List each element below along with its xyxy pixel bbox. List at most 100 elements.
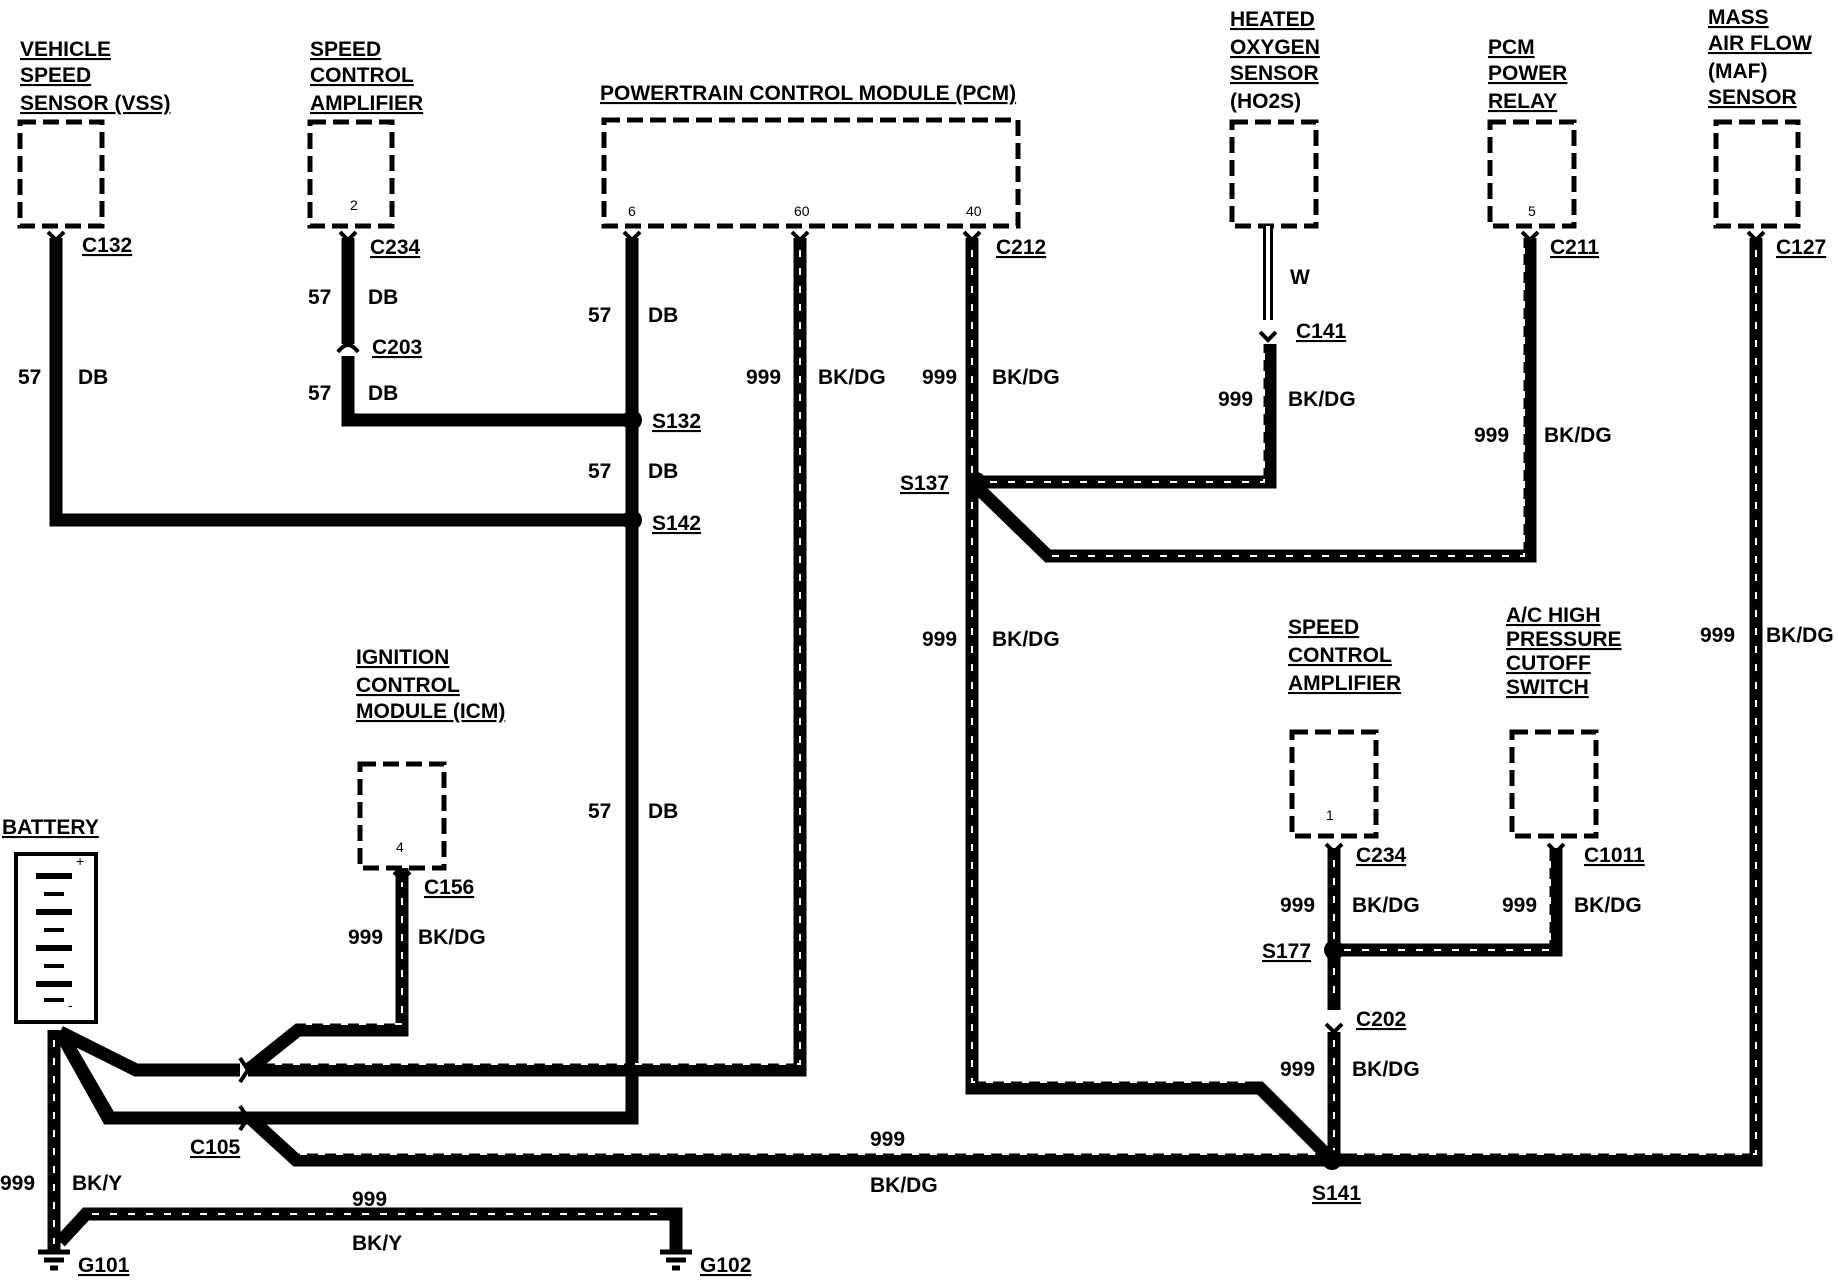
wire-label-sca-bottom: 999 BK/DG	[1280, 894, 1420, 917]
connector-c234-bottom: C234	[1356, 844, 1407, 867]
wire-s137-to-relay	[975, 238, 1537, 563]
wire-label-c202: 999 BK/DG	[1280, 1058, 1420, 1081]
ac-switch-box	[1509, 729, 1599, 839]
svg-text:DB: DB	[368, 286, 398, 309]
svg-text:RELAY: RELAY	[1488, 90, 1557, 113]
battery-label: BATTERY	[2, 816, 99, 839]
svg-text:POWER: POWER	[1488, 62, 1567, 85]
vss-box	[17, 119, 105, 229]
pin-sca-top: 2	[350, 197, 358, 213]
svg-text:999: 999	[746, 366, 781, 389]
sca-top-label: SPEED CONTROL AMPLIFIER	[310, 38, 423, 115]
ho2s-label: HEATED OXYGEN SENSOR (HO2S)	[1230, 8, 1320, 113]
svg-text:BK/DG: BK/DG	[1288, 388, 1356, 411]
pin-pcm-6: 6	[628, 203, 636, 219]
svg-text:SPEED: SPEED	[1288, 616, 1359, 639]
sca-bottom-label: SPEED CONTROL AMPLIFIER	[1288, 616, 1401, 695]
svg-text:DB: DB	[648, 304, 678, 327]
svg-text:BK/DG: BK/DG	[992, 628, 1060, 651]
wire-label-relay: 999 BK/DG	[1474, 424, 1612, 447]
ac-switch-label: A/C HIGH PRESSURE CUTOFF SWITCH	[1506, 604, 1622, 699]
svg-text:BK/DG: BK/DG	[1574, 894, 1642, 917]
pin-relay: 5	[1528, 203, 1536, 219]
relay-box	[1487, 119, 1577, 229]
connector-c211: C211	[1550, 236, 1599, 259]
wire-label-icm: 999 BK/DG	[348, 926, 486, 949]
connector-c203: C203	[372, 336, 422, 359]
pin-icm: 4	[396, 839, 404, 855]
svg-text:MODULE (ICM): MODULE (ICM)	[356, 700, 505, 723]
ground-g102-icon	[660, 1249, 692, 1271]
svg-text:AIR FLOW: AIR FLOW	[1708, 32, 1812, 55]
wire-label-pcm6-mid: 57 DB	[588, 460, 678, 483]
pcm-label: POWERTRAIN CONTROL MODULE (PCM)	[600, 82, 1016, 105]
wire-s137-to-ho2s	[980, 344, 1277, 489]
svg-text:999: 999	[870, 1128, 905, 1151]
wire-maf-to-s141	[1332, 238, 1763, 1167]
svg-text:IGNITION: IGNITION	[356, 646, 449, 669]
maf-box	[1713, 119, 1801, 229]
svg-text:A/C HIGH: A/C HIGH	[1506, 604, 1601, 627]
pcm-box	[601, 117, 1021, 229]
wire-label-maf: 999 BK/DG	[1700, 624, 1834, 647]
svg-text:BK/Y: BK/Y	[72, 1172, 122, 1195]
connector-c234-top: C234	[370, 236, 421, 259]
wire-label-ho2s: 999 BK/DG	[1218, 388, 1356, 411]
svg-text:PRESSURE: PRESSURE	[1506, 628, 1622, 651]
svg-text:BK/DG: BK/DG	[818, 366, 886, 389]
splice-s142: S142	[652, 512, 701, 535]
battery-symbol	[14, 852, 98, 1024]
svg-text:SPEED: SPEED	[310, 38, 381, 61]
svg-text:999: 999	[1218, 388, 1253, 411]
sca-bottom-box	[1289, 729, 1379, 839]
svg-text:SENSOR: SENSOR	[1708, 86, 1797, 109]
wire-pcm40-to-s141	[965, 238, 1337, 1165]
svg-text:57: 57	[588, 304, 611, 327]
svg-text:999: 999	[1280, 1058, 1315, 1081]
pin-battery-plus: +	[76, 853, 84, 869]
svg-text:BK/Y: BK/Y	[352, 1232, 402, 1255]
splice-s177-dot	[1324, 940, 1344, 960]
svg-text:CONTROL: CONTROL	[1288, 644, 1392, 667]
svg-text:999: 999	[922, 366, 957, 389]
svg-text:SENSOR (VSS): SENSOR (VSS)	[20, 92, 171, 115]
svg-text:SENSOR: SENSOR	[1230, 62, 1319, 85]
splice-s132-dot	[622, 410, 642, 430]
svg-text:VEHICLE: VEHICLE	[20, 38, 111, 61]
svg-text:MASS: MASS	[1708, 6, 1769, 29]
svg-text:SWITCH: SWITCH	[1506, 676, 1589, 699]
svg-text:CONTROL: CONTROL	[310, 64, 414, 87]
svg-text:999: 999	[1474, 424, 1509, 447]
svg-text:57: 57	[588, 800, 611, 823]
splice-s141-dot	[1322, 1150, 1342, 1170]
svg-text:999: 999	[0, 1172, 35, 1195]
pin-pcm-40: 40	[966, 203, 982, 219]
connector-c141: C141	[1296, 320, 1347, 343]
wire-icm-to-c105	[243, 868, 409, 1076]
svg-text:PCM: PCM	[1488, 36, 1535, 59]
splice-s141: S141	[1312, 1182, 1361, 1205]
wire-label-pcm6-lower: 57 DB	[588, 800, 678, 823]
wire-c105-to-s141	[245, 1113, 1332, 1167]
ground-g102: G102	[700, 1254, 751, 1277]
svg-text:57: 57	[18, 366, 41, 389]
wire-label-battery-ground: 999 BK/Y	[0, 1172, 122, 1195]
wire-label-ground-bus: 999 BK/Y	[352, 1188, 402, 1255]
svg-text:AMPLIFIER: AMPLIFIER	[310, 92, 423, 115]
connector-c105: C105	[190, 1136, 241, 1159]
wire-label-ho2s-white: W	[1290, 266, 1310, 289]
maf-label: MASS AIR FLOW (MAF) SENSOR	[1708, 6, 1812, 109]
connector-c202: C202	[1356, 1008, 1406, 1031]
vss-label: VEHICLE SPEED SENSOR (VSS)	[20, 38, 171, 115]
pin-pcm-60: 60	[794, 203, 810, 219]
splice-s177: S177	[1262, 940, 1311, 963]
connector-c132: C132	[82, 234, 132, 257]
ho2s-box	[1229, 119, 1319, 229]
svg-text:57: 57	[308, 382, 331, 405]
svg-text:HEATED: HEATED	[1230, 8, 1315, 31]
connector-forks	[46, 230, 1766, 1132]
svg-text:CUTOFF: CUTOFF	[1506, 652, 1591, 675]
svg-text:(HO2S): (HO2S)	[1230, 90, 1301, 113]
svg-text:DB: DB	[368, 382, 398, 405]
svg-text:DB: DB	[648, 460, 678, 483]
